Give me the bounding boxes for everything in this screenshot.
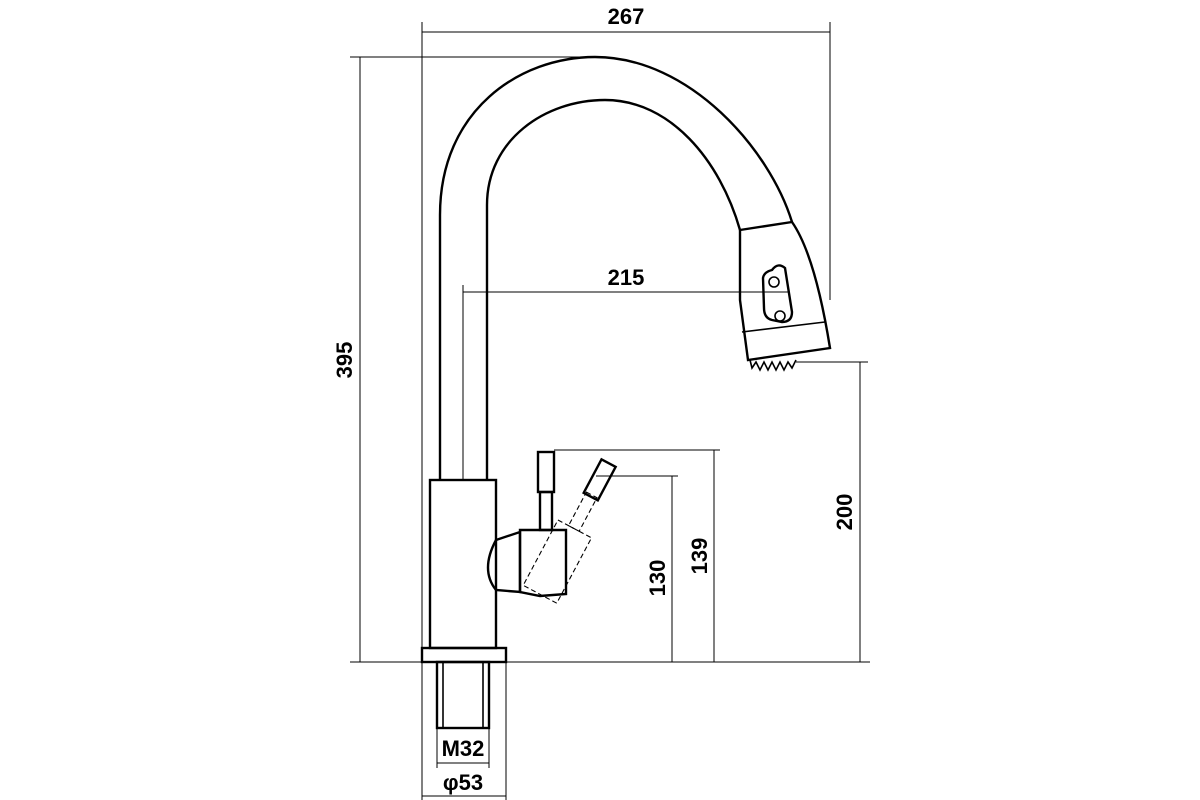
faucet-body [428, 478, 498, 650]
cartridge-dome [486, 530, 522, 594]
label-height-total: 395 [332, 342, 357, 379]
dimension-lines [350, 22, 870, 800]
lever-tilted-position [522, 457, 618, 604]
faucet-outline [420, 55, 832, 730]
spout-inner-curve [485, 98, 742, 480]
label-spout-reach: 215 [608, 265, 645, 290]
lever-tilted-housing [522, 519, 593, 604]
threaded-shank [435, 660, 491, 730]
lever-tilted-handle [582, 457, 618, 503]
label-base-diameter: φ53 [443, 770, 483, 795]
label-spout-height: 200 [832, 494, 857, 531]
label-lever-height: 139 [687, 538, 712, 575]
label-width-total: 267 [608, 4, 645, 29]
lever-handle-top [536, 450, 556, 494]
spray-button [761, 264, 794, 324]
dimension-labels: 267 395 215 200 139 130 M32 φ53 [332, 4, 857, 795]
spray-button-lower-dot [774, 310, 786, 322]
label-thread: M32 [442, 736, 485, 761]
spray-button-upper-dot [768, 276, 780, 288]
spray-head-band [741, 321, 826, 333]
label-body-height: 130 [645, 560, 670, 597]
base-ring [420, 646, 508, 664]
lever-stem [538, 490, 554, 532]
lever-tilted-stem [567, 491, 598, 533]
spray-head [738, 220, 832, 362]
spray-nozzles [749, 359, 797, 372]
lever-housing [518, 528, 568, 598]
